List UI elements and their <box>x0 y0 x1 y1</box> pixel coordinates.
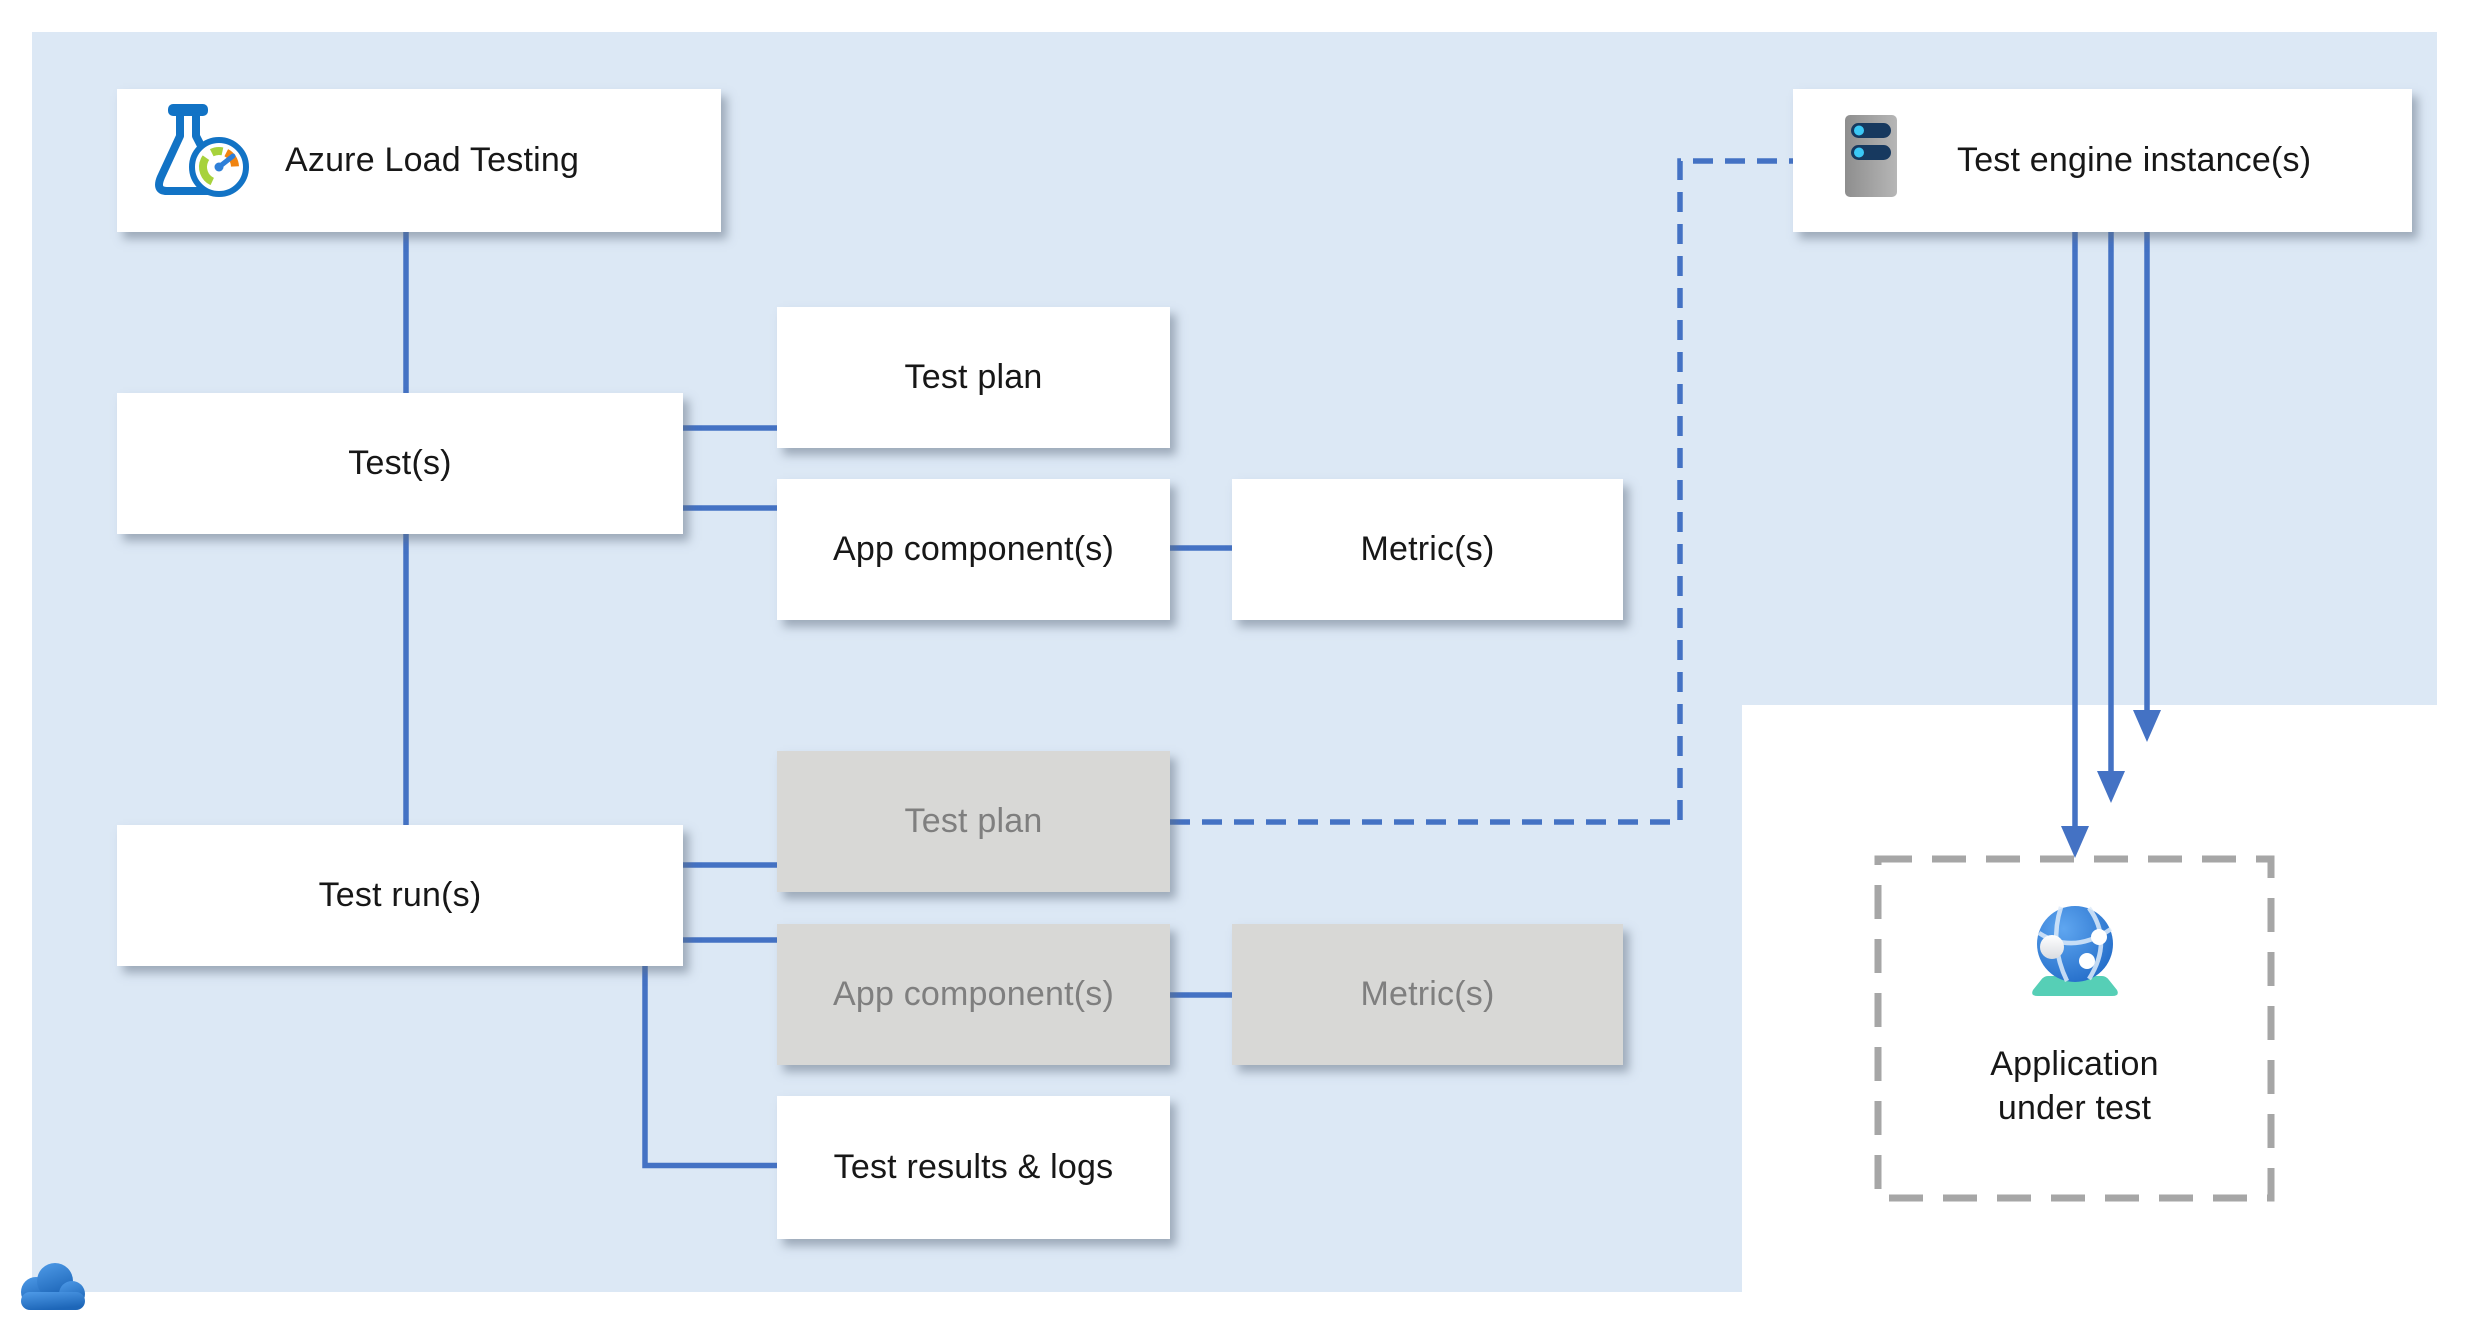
run-app-components-label: App component(s) <box>832 975 1114 1014</box>
test-plan-label: Test plan <box>904 358 1043 397</box>
test-results-logs-label: Test results & logs <box>833 1148 1114 1187</box>
run-test-plan-box: Test plan <box>777 751 1170 892</box>
load-testing-flask-gauge-icon <box>155 94 265 228</box>
server-vm-icon <box>1845 115 1897 206</box>
test-engine-instances-label: Test engine instance(s) <box>1957 141 2312 180</box>
azure-load-testing-label: Azure Load Testing <box>285 141 580 180</box>
application-under-test-box: Application under test <box>1878 859 2271 1240</box>
metrics-box: Metric(s) <box>1232 479 1623 620</box>
application-under-test-label: Application under test <box>1990 1045 2159 1128</box>
test-engine-instances-box: Test engine instance(s) <box>1793 89 2412 232</box>
metrics-label: Metric(s) <box>1360 530 1495 569</box>
run-test-plan-label: Test plan <box>904 802 1043 841</box>
app-components-box: App component(s) <box>777 479 1170 620</box>
azure-load-testing-box: Azure Load Testing <box>117 89 721 232</box>
app-components-label: App component(s) <box>832 530 1114 569</box>
run-metrics-box: Metric(s) <box>1232 924 1623 1065</box>
web-app-globe-icon <box>2015 901 2135 1010</box>
test-runs-label: Test run(s) <box>318 876 482 915</box>
azure-cloud-icon <box>14 1254 94 1317</box>
test-plan-box: Test plan <box>777 307 1170 448</box>
tests-box: Test(s) <box>117 393 683 534</box>
run-metrics-label: Metric(s) <box>1360 975 1495 1014</box>
run-app-components-box: App component(s) <box>777 924 1170 1065</box>
test-runs-box: Test run(s) <box>117 825 683 966</box>
test-results-logs-box: Test results & logs <box>777 1096 1170 1239</box>
tests-label: Test(s) <box>348 444 452 483</box>
